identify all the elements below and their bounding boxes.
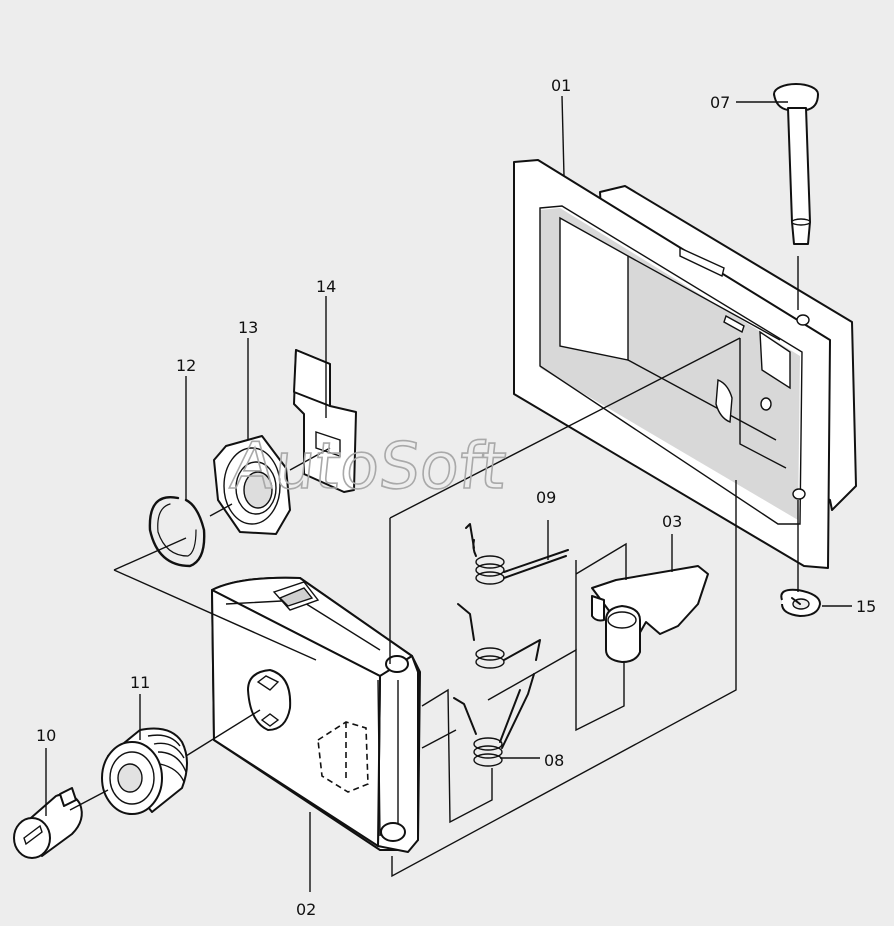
part-labels: 01 02 03 07 08 09 10 11 12 13 14 15 [36,76,876,919]
label-08: 08 [544,751,564,770]
part-10-key-cylinder [13,787,83,859]
label-03: 03 [662,512,682,531]
part-14-plate [293,349,357,493]
label-11: 11 [130,673,150,692]
spring-middle [457,603,541,669]
label-14: 14 [316,277,336,296]
label-12: 12 [176,356,196,375]
watermark-text: AutoSoft [227,429,510,504]
part-07-pin [773,83,819,245]
label-09: 09 [536,488,556,507]
part-01-housing [513,159,857,569]
part-11-lock-sleeve [101,727,188,815]
label-15: 15 [856,597,876,616]
label-02: 02 [296,900,316,919]
label-01: 01 [551,76,571,95]
part-12-snap-ring [148,495,206,568]
spring-08 [453,673,535,767]
label-07: 07 [710,93,730,112]
part-03-lever [591,565,709,663]
part-02-lock-case [211,576,421,853]
part-15-e-clip [780,588,821,617]
label-10: 10 [36,726,56,745]
spring-09 [465,523,569,585]
leader-lines [45,95,852,892]
label-13: 13 [238,318,258,337]
part-13-nut [213,435,291,535]
assembly-lines [69,256,799,878]
